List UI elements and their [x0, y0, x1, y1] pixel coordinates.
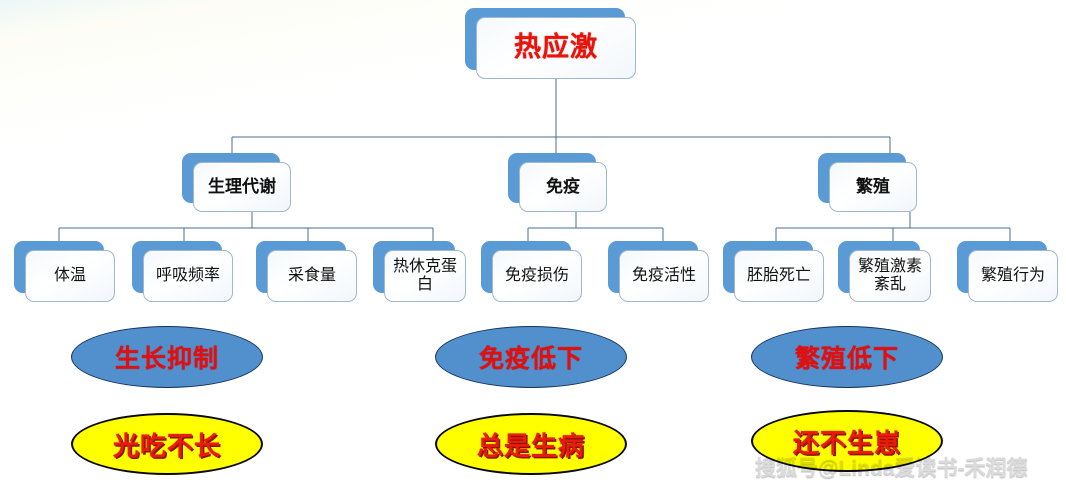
node-label: 热应激 — [476, 17, 636, 79]
node-label: 生理代谢 — [193, 162, 291, 212]
node-label: 免疫 — [519, 162, 607, 212]
outcome-blue-low-reproduction[interactable]: 繁殖低下 — [751, 326, 943, 388]
node-leaf-reproductive-hormone-disorder[interactable]: 繁殖激素紊乱 — [838, 241, 931, 302]
outcome-label: 生长抑制 — [114, 345, 219, 373]
outcome-label: 还不生崽 — [792, 427, 901, 458]
node-leaf-immune-activity[interactable]: 免疫活性 — [608, 241, 709, 302]
node-branch-immunity[interactable]: 免疫 — [508, 153, 607, 212]
node-branch-physiological-metabolism[interactable]: 生理代谢 — [182, 153, 291, 212]
node-leaf-heat-shock-protein[interactable]: 热休克蛋白 — [373, 241, 466, 302]
node-leaf-embryo-death[interactable]: 胚胎死亡 — [723, 241, 824, 302]
outcome-yellow-always-sick[interactable]: 总是生病 — [435, 413, 627, 475]
node-leaf-respiratory-rate[interactable]: 呼吸频率 — [132, 241, 233, 302]
outcome-blue-low-immunity[interactable]: 免疫低下 — [435, 326, 627, 388]
node-label: 免疫活性 — [619, 250, 709, 302]
node-root[interactable]: 热应激 — [465, 8, 636, 79]
outcome-label: 繁殖低下 — [794, 345, 899, 373]
node-label: 热休克蛋白 — [384, 250, 466, 302]
node-label: 繁殖行为 — [968, 250, 1058, 302]
node-leaf-feed-intake[interactable]: 采食量 — [256, 241, 357, 302]
node-label: 胚胎死亡 — [734, 250, 824, 302]
node-label: 体温 — [25, 250, 115, 302]
node-leaf-body-temperature[interactable]: 体温 — [14, 241, 115, 302]
outcome-blue-growth-inhibition[interactable]: 生长抑制 — [71, 326, 263, 388]
node-label: 繁殖激素紊乱 — [849, 250, 931, 302]
node-label: 免疫损伤 — [492, 250, 582, 302]
outcome-label: 免疫低下 — [478, 345, 583, 373]
watermark-text: 搜狐号@Linda爱读书-禾润德 — [755, 457, 1028, 480]
outcome-yellow-no-offspring[interactable]: 还不生崽 — [751, 410, 943, 472]
node-leaf-reproductive-behavior[interactable]: 繁殖行为 — [957, 241, 1058, 302]
node-label: 呼吸频率 — [143, 250, 233, 302]
outcome-label: 总是生病 — [476, 430, 585, 461]
outcome-label: 光吃不长 — [112, 430, 221, 461]
node-branch-reproduction[interactable]: 繁殖 — [818, 153, 917, 212]
node-leaf-immune-damage[interactable]: 免疫损伤 — [481, 241, 582, 302]
node-label: 繁殖 — [829, 162, 917, 212]
outcome-yellow-eat-without-growing[interactable]: 光吃不长 — [71, 413, 263, 475]
node-label: 采食量 — [267, 250, 357, 302]
